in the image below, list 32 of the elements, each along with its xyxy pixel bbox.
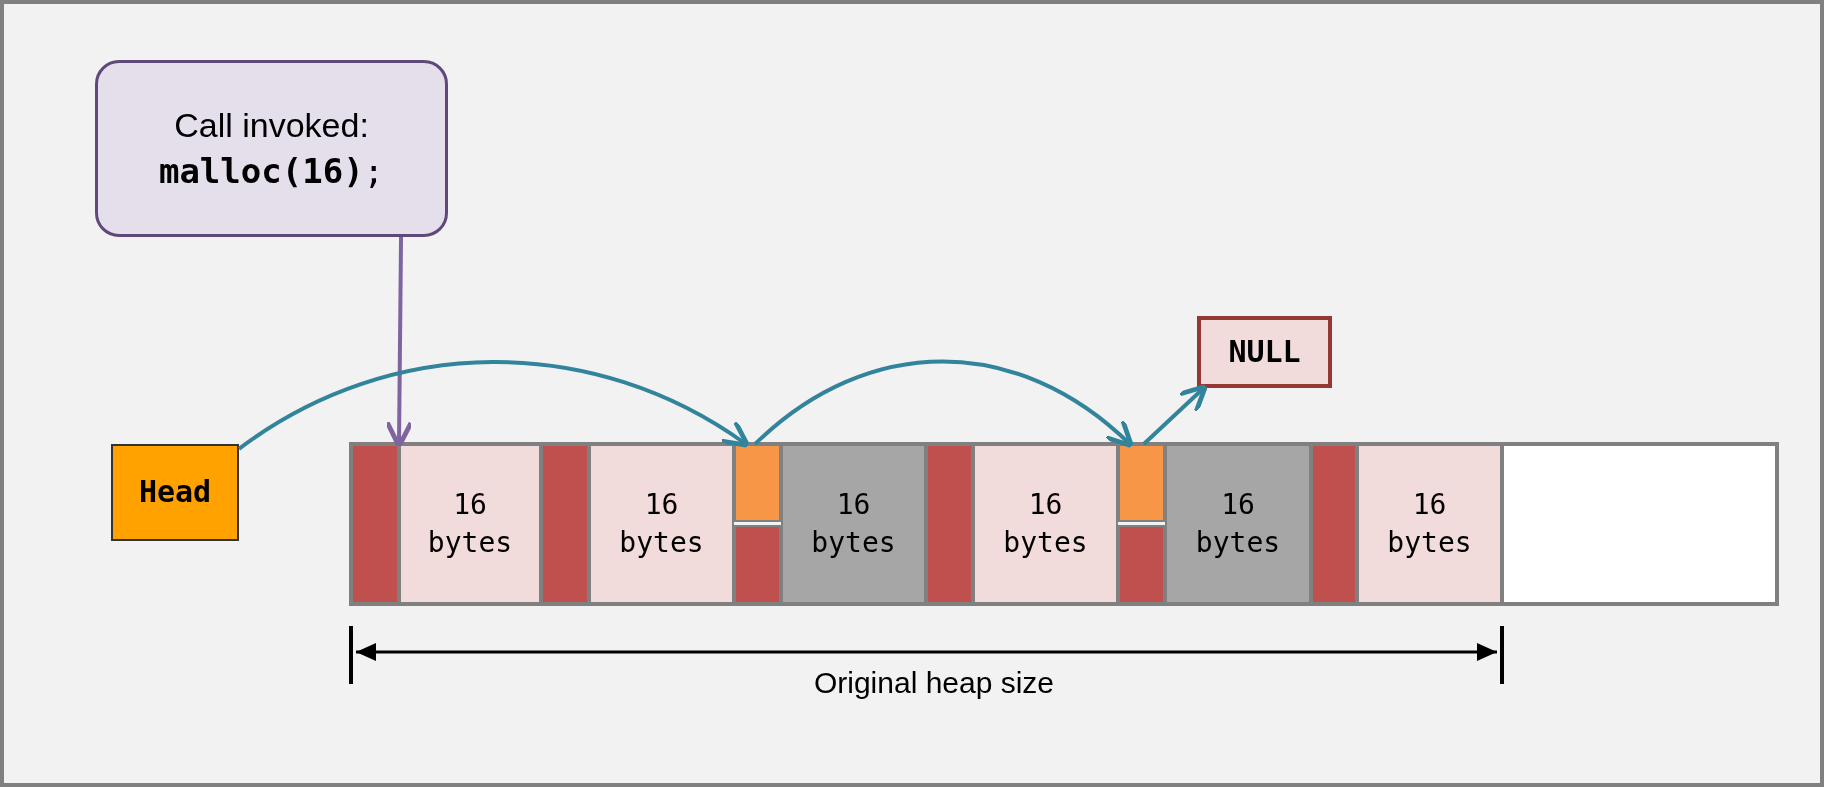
memory-block (589, 444, 734, 604)
block-label: 16 bytes (1194, 487, 1282, 561)
memory-block (399, 444, 541, 604)
next-pointer-block (1118, 444, 1165, 522)
block-label: 16 bytes (1002, 487, 1089, 561)
header-block (926, 444, 973, 604)
allocated-block (1165, 444, 1311, 604)
header-block (1118, 525, 1165, 604)
block-label: 16 bytes (1386, 487, 1473, 561)
callout-text: Call invoked: (174, 104, 369, 146)
header-block (541, 444, 589, 604)
allocated-block (781, 444, 926, 604)
null-box (1197, 316, 1332, 388)
code-text: malloc(16); (158, 149, 385, 193)
arrow (753, 359, 1134, 448)
block-label: 16 bytes (618, 487, 705, 561)
block-label: 16 bytes (810, 487, 897, 561)
arrow (1142, 383, 1208, 446)
header-block (734, 525, 781, 604)
callout-box (95, 60, 448, 237)
unused-space (1502, 444, 1777, 604)
next-pointer-block (734, 444, 781, 522)
block-label: NULL (1228, 332, 1301, 371)
block-label: Head (138, 473, 212, 512)
memory-block (973, 444, 1118, 604)
dimension-label: Original heap size (812, 666, 1056, 700)
header-block (1311, 444, 1357, 604)
block-label: 16 bytes (426, 487, 514, 561)
memory-block (1357, 444, 1502, 604)
header-block (351, 444, 399, 604)
heap-bar (349, 442, 1779, 606)
head-pointer-box (111, 444, 239, 541)
